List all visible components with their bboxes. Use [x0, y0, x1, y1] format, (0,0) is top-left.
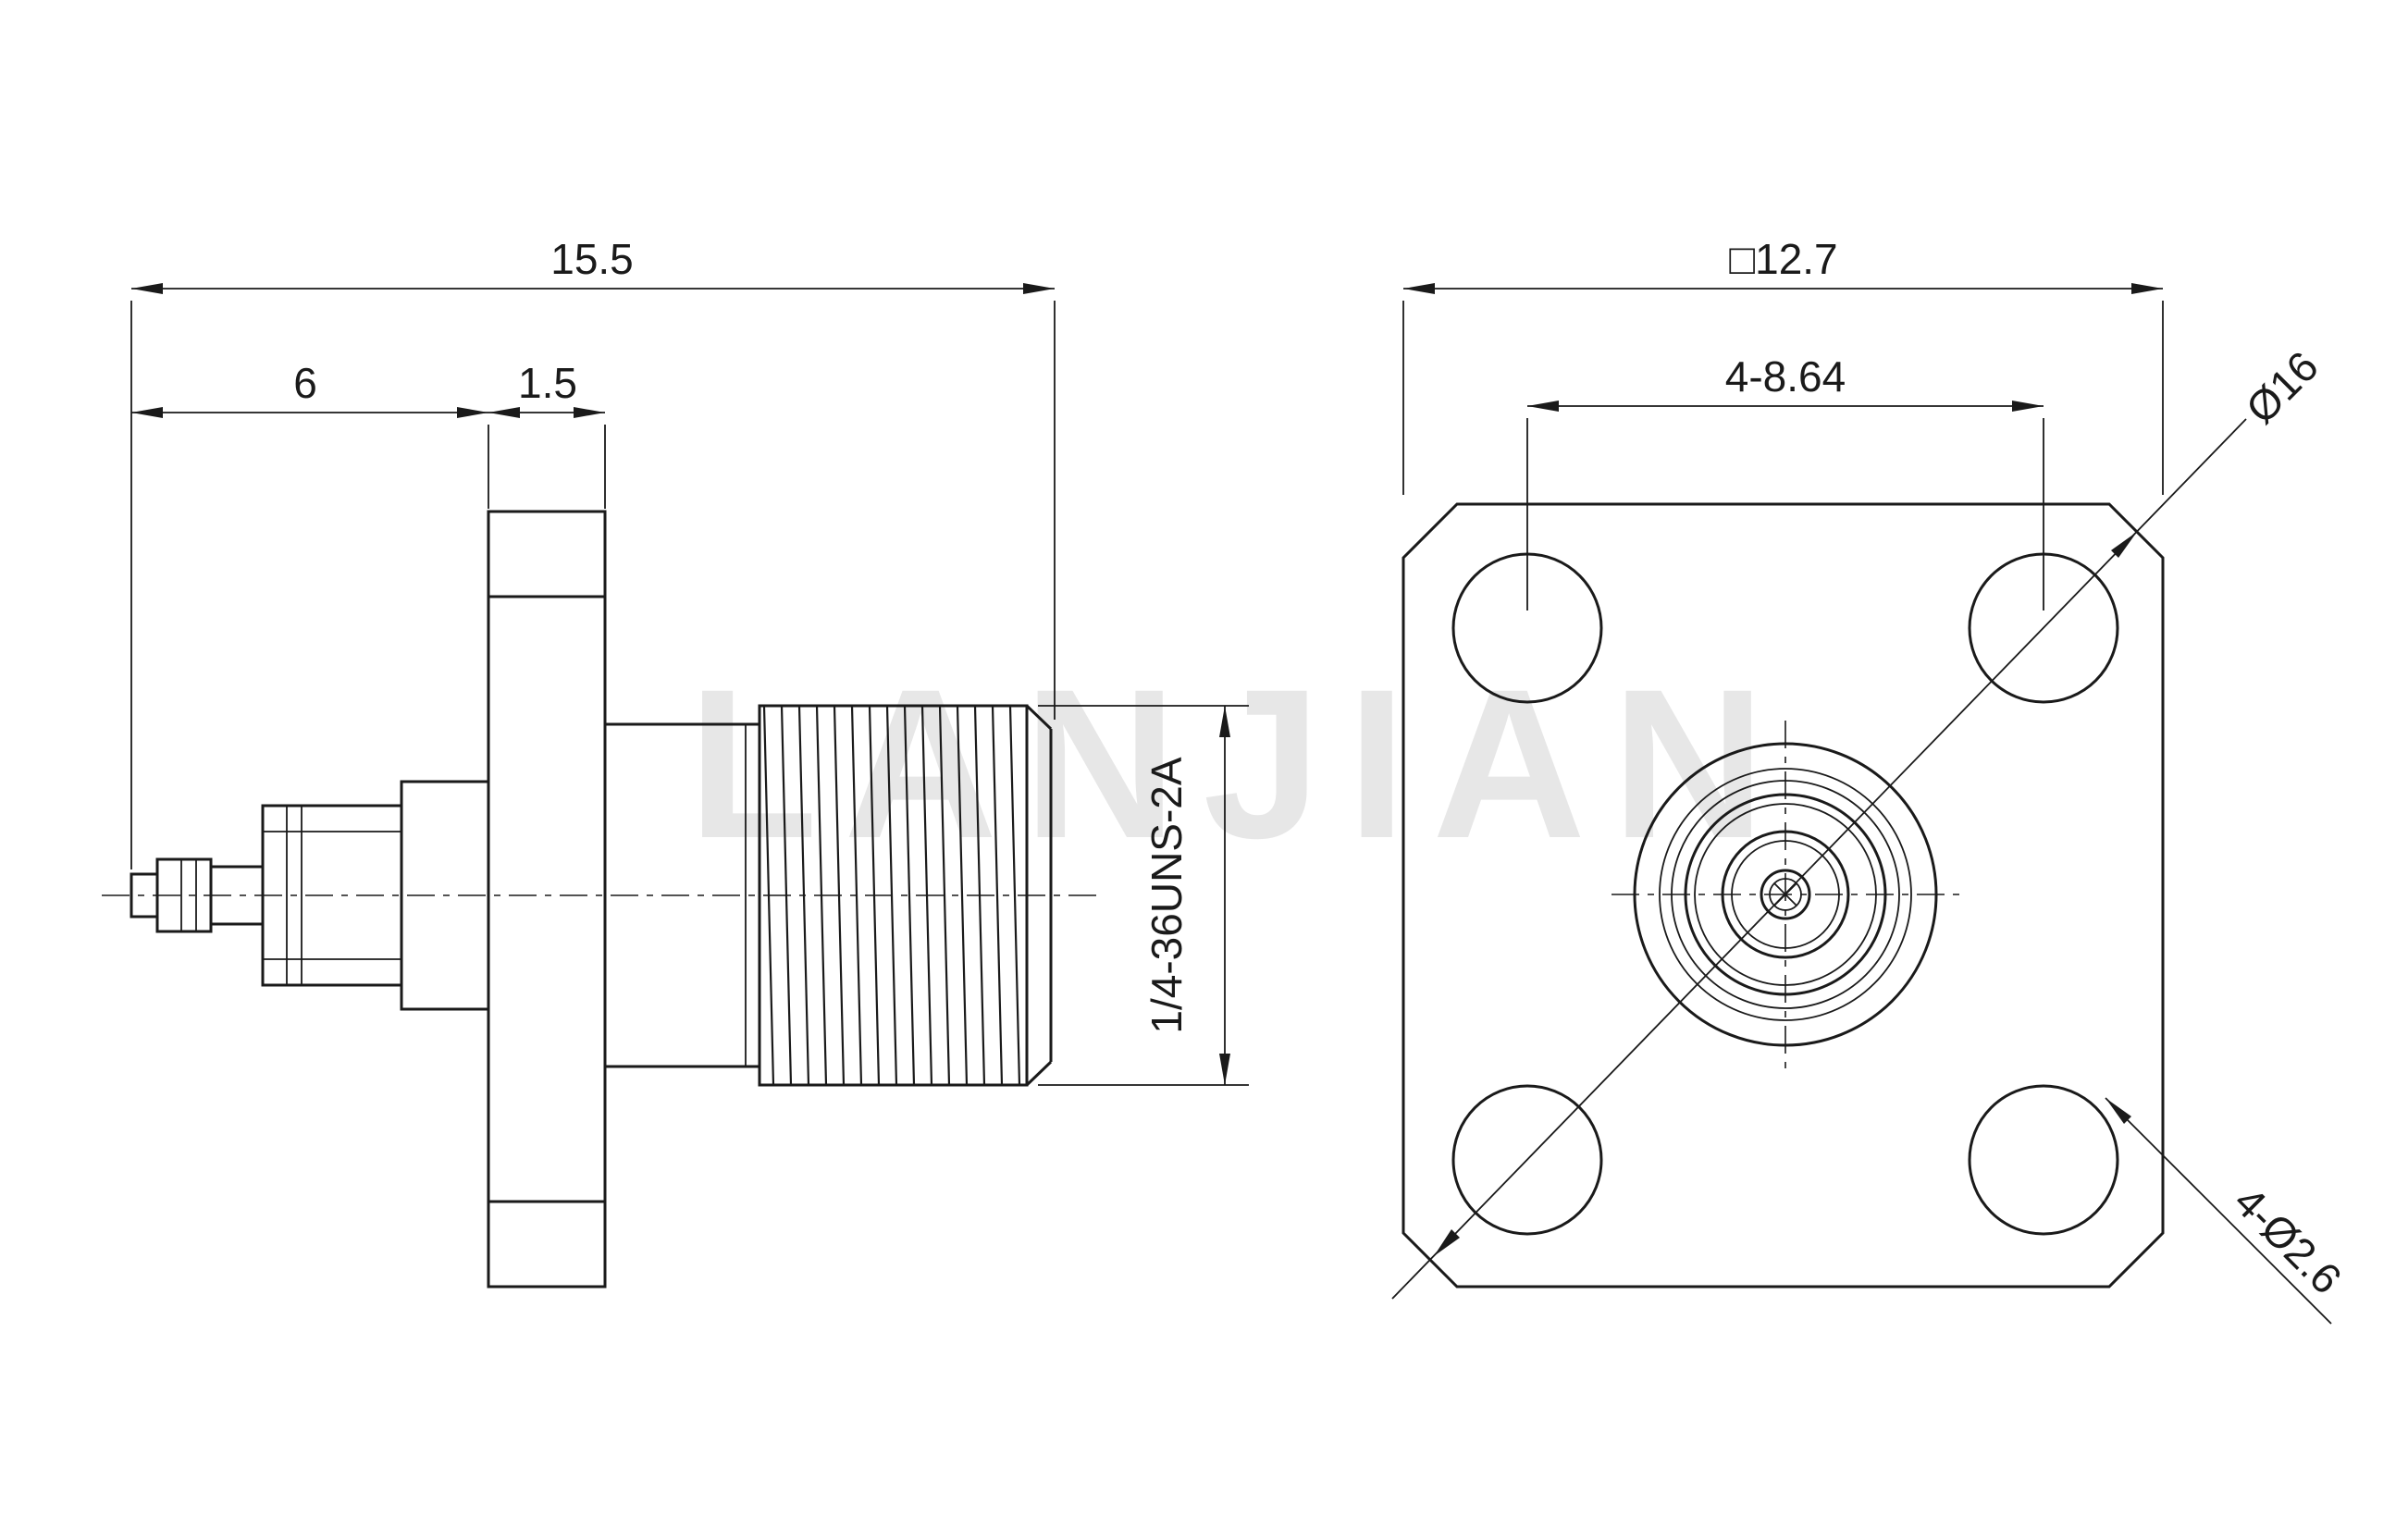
watermark-text: LANJIAN [688, 645, 1792, 882]
dim-tip-to-flange-label: 6 [293, 359, 317, 407]
dimension-thread-spec: 1/4-36UNS-2A [1038, 705, 1249, 1086]
dimension-flange-thickness: 1.5 [488, 359, 606, 509]
dim-flange-square-label: □12.7 [1729, 235, 1837, 283]
side-view-thread-body [603, 704, 1053, 1087]
dim-overall-length-label: 15.5 [550, 235, 634, 283]
dim-hole-spacing-label: 4-8.64 [1725, 352, 1846, 401]
dimension-flange-square: □12.7 [1402, 235, 2164, 495]
front-view-mounting-holes [1451, 552, 2119, 1236]
dimension-tip-to-flange: 6 [131, 359, 489, 509]
dimension-overall-length: 15.5 [130, 235, 1056, 869]
dim-thread-spec-label: 1/4-36UNS-2A [1142, 757, 1191, 1033]
dim-mounting-holes-label: 4-Ø2.6 [2225, 1178, 2351, 1303]
side-view: 15.5 6 1.5 1/4-36UNS-2A [102, 235, 1249, 1289]
side-view-flange [487, 510, 607, 1289]
dim-flange-thickness-label: 1.5 [518, 359, 577, 407]
thread-hatching [762, 705, 1021, 1086]
dimension-hole-spacing: 4-8.64 [1526, 352, 2044, 610]
dim-corner-diagonal-label: Ø16 [2237, 342, 2328, 433]
dimension-mounting-holes: 4-Ø2.6 [2105, 1097, 2351, 1325]
front-view-flange-outline [1402, 502, 2165, 1289]
